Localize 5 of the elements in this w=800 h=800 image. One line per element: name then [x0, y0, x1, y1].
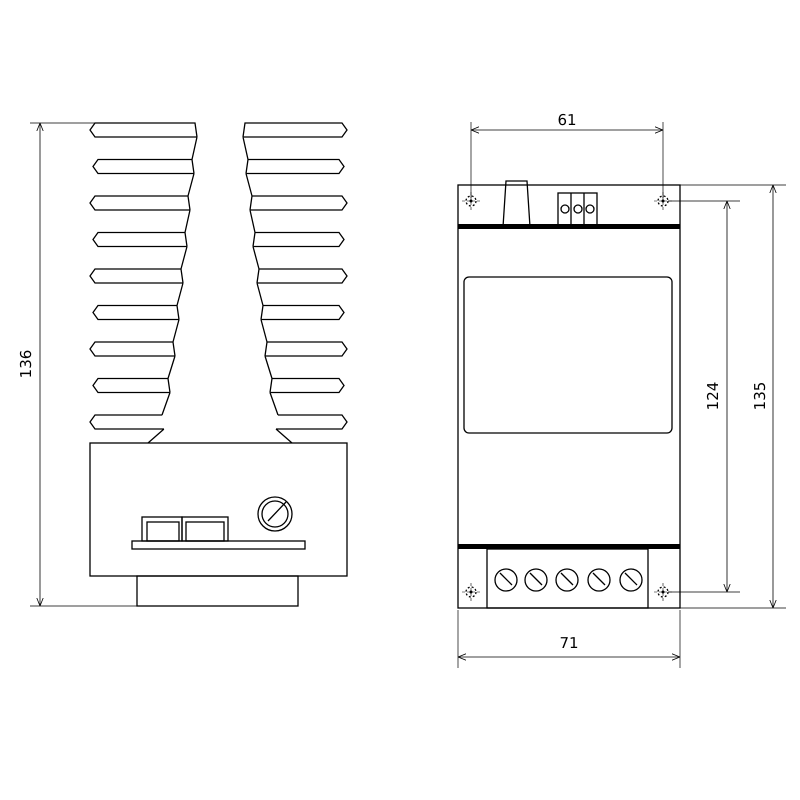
dimension-label: 124	[704, 382, 722, 410]
dimension-label: 136	[17, 350, 35, 378]
dimension-label: 61	[557, 111, 577, 129]
dimension-label: 71	[559, 634, 579, 652]
dimension-label: 135	[751, 382, 769, 410]
